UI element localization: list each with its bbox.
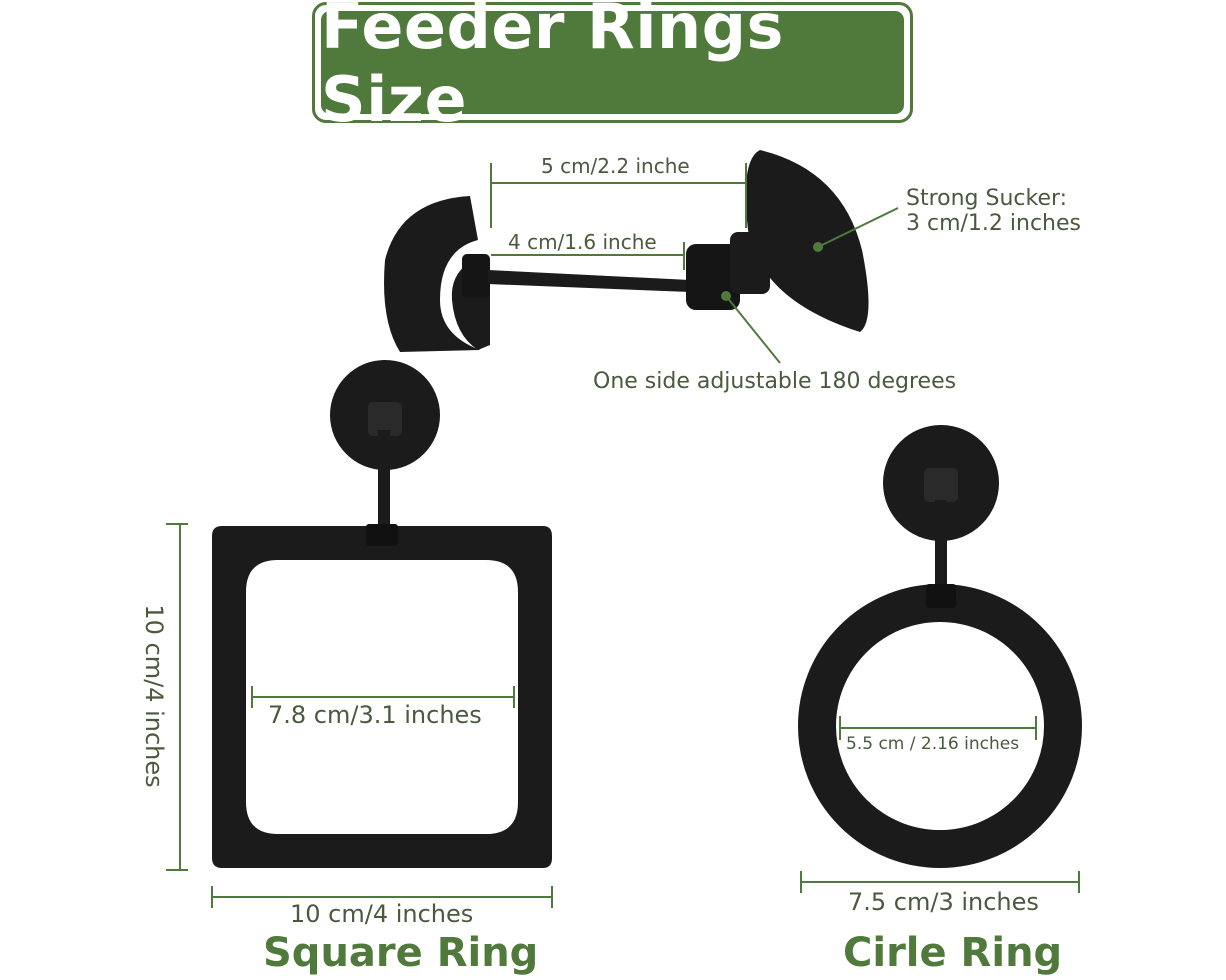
square-height-dim <box>166 523 188 871</box>
square-clip <box>366 524 398 546</box>
adjustable-label: One side adjustable 180 degrees <box>593 369 957 394</box>
dim-4cm-line <box>491 242 685 270</box>
suction-cup <box>745 150 869 332</box>
square-stem <box>378 430 390 526</box>
title-banner-fill: Feeder Rings Size <box>321 0 904 136</box>
top-ring-clip <box>462 254 490 298</box>
sucker-leader <box>813 207 899 252</box>
square-inner-dim <box>251 686 515 708</box>
title-banner: Feeder Rings Size <box>312 0 913 136</box>
circle-width-label: 7.5 cm/3 inches <box>848 888 1039 916</box>
square-sucker-knob <box>368 402 402 436</box>
dim-4cm-label: 4 cm/1.6 inche <box>508 230 657 254</box>
square-width-dim <box>211 886 553 908</box>
circle-stem <box>935 500 947 590</box>
circle-ring <box>798 584 1082 868</box>
dim-5cm-label: 5 cm/2.2 inche <box>541 154 690 178</box>
top-arm <box>488 270 690 292</box>
square-ring <box>212 526 552 868</box>
circle-sucker-knob <box>924 468 958 502</box>
page-title: Feeder Rings Size <box>321 0 784 136</box>
square-inner-label: 7.8 cm/3.1 inches <box>268 701 482 729</box>
square-ring-name: Square Ring <box>263 930 539 976</box>
square-width-label: 10 cm/4 inches <box>290 900 474 928</box>
sucker-label-line1: Strong Sucker: <box>906 186 1068 211</box>
circle-width-dim <box>800 871 1080 893</box>
circle-clip <box>926 584 956 608</box>
dim-5cm-line <box>490 163 747 228</box>
sucker-label-line2: 3 cm/1.2 inches <box>906 211 1082 236</box>
joint-leader <box>721 291 781 364</box>
circle-ring-name: Cirle Ring <box>843 930 1063 976</box>
circle-inner-dim <box>839 716 1037 740</box>
circle-inner-label: 5.5 cm / 2.16 inches <box>846 734 1020 754</box>
square-height-label: 10 cm/4 inches <box>140 604 168 788</box>
